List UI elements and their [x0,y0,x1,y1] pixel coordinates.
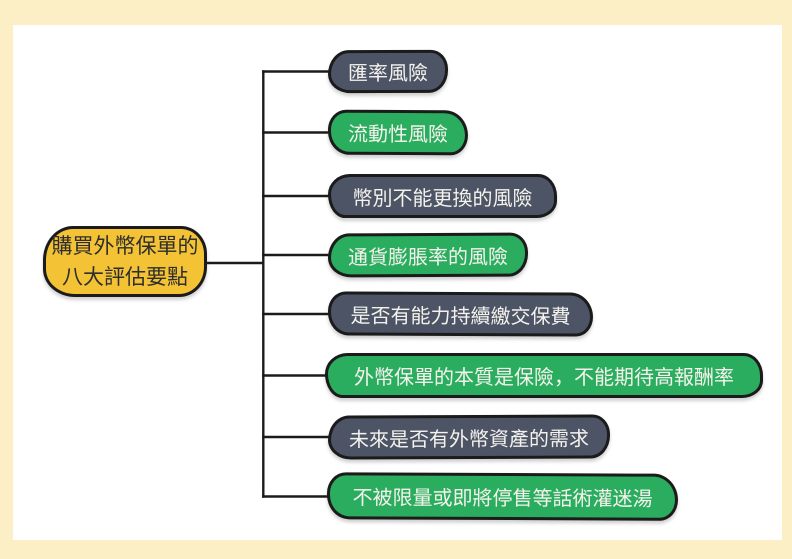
root-node: 購買外幣保單的 八大評估要點 [43,226,207,297]
branch-node-6: 外幣保單的本質是保險，不能期待高報酬率 [325,353,763,398]
branch-node-7: 未來是否有外幣資產的需求 [327,414,611,460]
branch-node-8: 不被限量或即將停售等話術灌迷湯 [326,472,679,521]
branch-node-4: 通貨膨脹率的風險 [327,232,529,278]
branch-node-3: 幣別不能更換的風險 [328,174,557,218]
branch-node-1: 匯率風險 [327,49,449,94]
root-node-label-line2: 八大評估要點 [62,265,188,289]
branch-node-2: 流動性風險 [327,109,469,156]
root-node-label-line1: 購買外幣保單的 [51,234,199,258]
branch-node-5: 是否有能力持續繳交保費 [327,291,594,337]
